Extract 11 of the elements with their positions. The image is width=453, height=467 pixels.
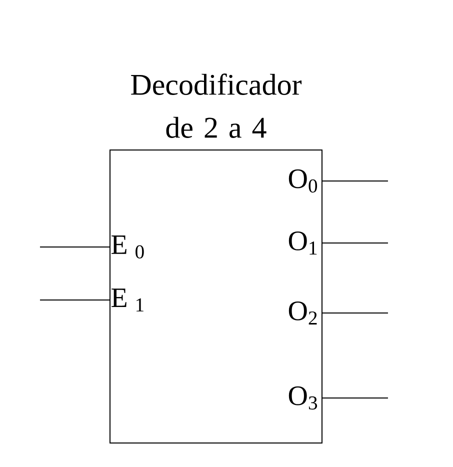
pin-line [322,180,388,182]
pin-label: E $_{1}$ [112,288,144,312]
pin-label: O$_{0}$ [288,169,318,193]
pin-label: E $_{0}$ [112,236,144,258]
pin-line [40,246,110,248]
pin-label: O$_{3}$ [288,386,318,410]
pin-line [322,242,388,244]
pin-line [322,312,388,314]
pin-label: O$_{2}$ [288,302,317,324]
pin-label: O$_{1}$ [288,232,317,254]
node-label: Decodificador de 2 a 4 [131,74,302,138]
